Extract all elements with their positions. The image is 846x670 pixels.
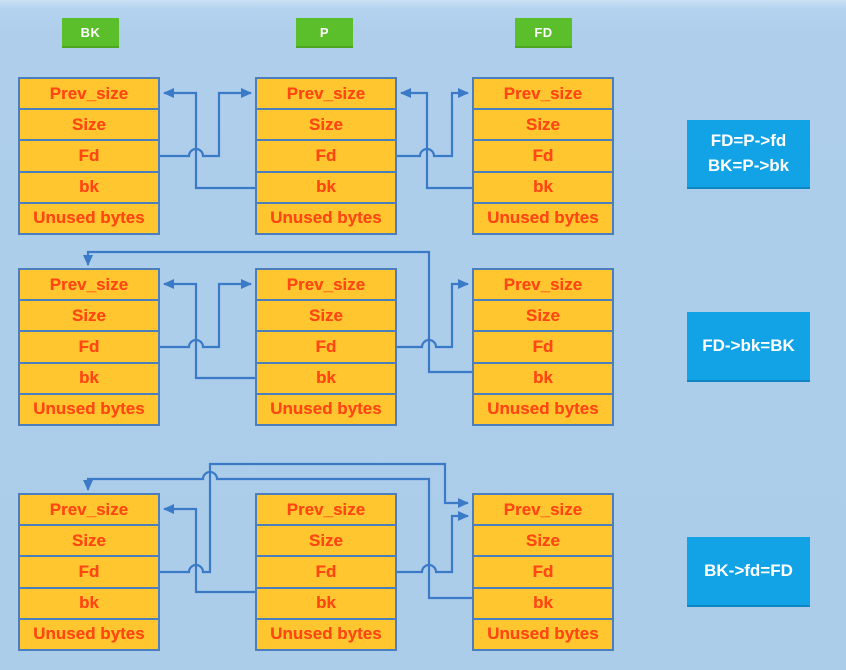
cell-prev-size: Prev_size: [472, 77, 614, 111]
cell-fd: Fd: [255, 555, 397, 589]
note-step-fd-bk: FD->bk=BK: [687, 312, 810, 382]
cell-bk: bk: [18, 586, 160, 620]
cell-size: Size: [18, 524, 160, 558]
cell-unused-bytes: Unused bytes: [18, 201, 160, 235]
cell-prev-size: Prev_size: [255, 77, 397, 111]
cell-size: Size: [255, 108, 397, 142]
cell-unused-bytes: Unused bytes: [255, 617, 397, 651]
cell-prev-size: Prev_size: [18, 493, 160, 527]
cell-fd: Fd: [255, 139, 397, 173]
chunk-row1-p: Prev_size Size Fd bk Unused bytes: [255, 77, 397, 235]
cell-size: Size: [472, 524, 614, 558]
note-line: FD=P->fd: [710, 130, 787, 150]
cell-size: Size: [18, 299, 160, 333]
cell-size: Size: [255, 299, 397, 333]
note-line: BK->fd=FD: [704, 560, 793, 580]
cell-bk: bk: [255, 586, 397, 620]
arrow-r1-p-bk-to-bk: [163, 88, 255, 190]
chunk-row3-fd: Prev_size Size Fd bk Unused bytes: [472, 493, 614, 651]
note-initial-state: FD=P->fd BK=P->bk: [687, 120, 810, 189]
cell-unused-bytes: Unused bytes: [18, 617, 160, 651]
cell-prev-size: Prev_size: [472, 268, 614, 302]
chunk-row3-p: Prev_size Size Fd bk Unused bytes: [255, 493, 397, 651]
note-line: BK=P->bk: [707, 155, 790, 175]
arrow-r2-bk-fd-to-p: [160, 279, 252, 349]
cell-bk: bk: [255, 170, 397, 204]
arrow-r2-p-fd-to-fd: [397, 279, 469, 349]
badge-p: P: [296, 18, 353, 48]
cell-unused-bytes: Unused bytes: [255, 392, 397, 426]
arrow-r1-fd-bk-to-p: [400, 88, 472, 190]
cell-size: Size: [18, 108, 160, 142]
arrow-r1-p-fd-to-fd: [397, 88, 469, 158]
cell-bk: bk: [472, 170, 614, 204]
cell-fd: Fd: [472, 330, 614, 364]
arrow-r3-p-fd-to-fd: [397, 511, 469, 574]
chunk-row2-p: Prev_size Size Fd bk Unused bytes: [255, 268, 397, 426]
cell-bk: bk: [472, 361, 614, 395]
cell-size: Size: [472, 299, 614, 333]
cell-fd: Fd: [18, 139, 160, 173]
arrow-r3-p-bk-to-bk: [163, 504, 255, 594]
cell-size: Size: [472, 108, 614, 142]
cell-unused-bytes: Unused bytes: [472, 201, 614, 235]
cell-fd: Fd: [18, 555, 160, 589]
note-step-bk-fd: BK->fd=FD: [687, 537, 810, 607]
cell-prev-size: Prev_size: [255, 493, 397, 527]
cell-fd: Fd: [472, 555, 614, 589]
badge-bk: BK: [62, 18, 119, 48]
chunk-row3-bk: Prev_size Size Fd bk Unused bytes: [18, 493, 160, 651]
cell-prev-size: Prev_size: [18, 77, 160, 111]
cell-unused-bytes: Unused bytes: [255, 201, 397, 235]
chunk-row2-bk: Prev_size Size Fd bk Unused bytes: [18, 268, 160, 426]
cell-size: Size: [255, 524, 397, 558]
cell-prev-size: Prev_size: [255, 268, 397, 302]
cell-unused-bytes: Unused bytes: [18, 392, 160, 426]
cell-unused-bytes: Unused bytes: [472, 392, 614, 426]
chunk-row2-fd: Prev_size Size Fd bk Unused bytes: [472, 268, 614, 426]
cell-fd: Fd: [472, 139, 614, 173]
cell-fd: Fd: [255, 330, 397, 364]
arrow-r1-bk-fd-to-p: [160, 88, 252, 158]
cell-bk: bk: [18, 170, 160, 204]
arrow-r2-p-bk-to-bk: [163, 279, 255, 380]
cell-bk: bk: [18, 361, 160, 395]
cell-unused-bytes: Unused bytes: [472, 617, 614, 651]
cell-bk: bk: [472, 586, 614, 620]
note-line: FD->bk=BK: [702, 335, 795, 355]
chunk-row1-bk: Prev_size Size Fd bk Unused bytes: [18, 77, 160, 235]
badge-fd: FD: [515, 18, 572, 48]
cell-bk: bk: [255, 361, 397, 395]
cell-prev-size: Prev_size: [18, 268, 160, 302]
cell-fd: Fd: [18, 330, 160, 364]
chunk-row1-fd: Prev_size Size Fd bk Unused bytes: [472, 77, 614, 235]
cell-prev-size: Prev_size: [472, 493, 614, 527]
